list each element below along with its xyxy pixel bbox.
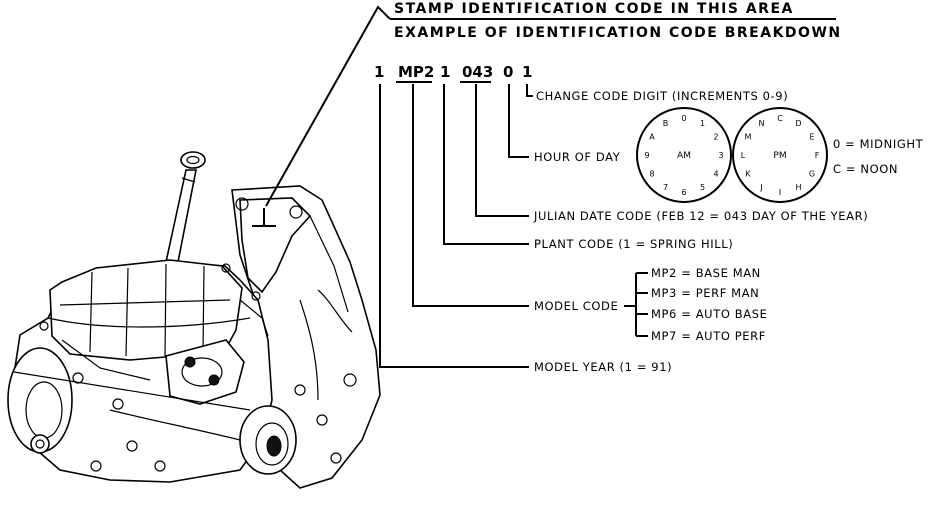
clock-hour-mark: L <box>741 151 746 160</box>
clock-hour-mark: 5 <box>700 183 705 192</box>
model-year-label: MODEL YEAR (1 = 91) <box>534 360 672 374</box>
midnight-legend: 0 = MIDNIGHT <box>833 137 924 151</box>
leader-lines <box>379 84 533 368</box>
model-code-item: MP7 = AUTO PERF <box>651 329 766 343</box>
clock-hour-mark: 2 <box>713 133 718 142</box>
page-subtitle: EXAMPLE OF IDENTIFICATION CODE BREAKDOWN <box>394 25 842 41</box>
hour-of-day-label: HOUR OF DAY <box>534 150 621 164</box>
example-code: 1 MP2 1 043 0 1 <box>374 63 532 83</box>
am-clock: AM 0 123 45 6 78 9AB <box>636 107 732 203</box>
bolt-details <box>39 263 357 472</box>
page-title: STAMP IDENTIFICATION CODE IN THIS AREA <box>394 1 794 17</box>
model-code-bracket <box>624 272 648 337</box>
stamp-marker-icon <box>252 208 276 227</box>
clock-hour-mark: J <box>759 183 762 192</box>
clock-hour-mark: E <box>809 133 814 142</box>
clock-hour-mark: 4 <box>713 170 718 179</box>
clock-hour-mark: D <box>795 119 801 128</box>
code-plant: 1 <box>440 63 450 81</box>
clock-hour-mark: 1 <box>700 119 705 128</box>
model-code-list: MP2 = BASE MAN MP3 = PERF MAN MP6 = AUTO… <box>651 266 767 343</box>
clock-hour-mark: 6 <box>681 188 686 197</box>
clock-hour-mark: C <box>777 114 783 123</box>
clock-hour-mark: G <box>809 170 815 179</box>
plant-code-label: PLANT CODE (1 = SPRING HILL) <box>534 237 733 251</box>
code-change: 1 <box>522 63 532 81</box>
clock-hour-mark: K <box>745 170 751 179</box>
clock-hour-mark: B <box>663 119 669 128</box>
clock-hour-mark: H <box>795 183 801 192</box>
code-julian: 043 <box>462 63 493 81</box>
clock-hour-mark: A <box>649 133 655 142</box>
julian-date-label: JULIAN DATE CODE (FEB 12 = 043 DAY OF TH… <box>533 209 868 223</box>
clock-hour-mark: F <box>815 151 820 160</box>
change-code-label: CHANGE CODE DIGIT (INCREMENTS 0-9) <box>536 89 788 103</box>
code-hour: 0 <box>503 63 513 81</box>
clock-hour-mark: M <box>745 133 752 142</box>
pm-clock: PM C DEF GH I JK LMN <box>732 107 828 203</box>
clock-hour-mark: 9 <box>644 151 649 160</box>
model-code-item: MP3 = PERF MAN <box>651 286 759 300</box>
model-code-item: MP2 = BASE MAN <box>651 266 761 280</box>
clock-hour-mark: 3 <box>718 151 723 160</box>
pm-clock-center-label: PM <box>773 151 786 161</box>
code-model: MP2 <box>398 63 434 81</box>
clock-hour-mark: 7 <box>663 183 668 192</box>
clock-hour-mark: 8 <box>649 170 654 179</box>
code-year: 1 <box>374 63 384 81</box>
model-code-item: MP6 = AUTO BASE <box>651 307 767 321</box>
model-code-label: MODEL CODE <box>534 299 618 313</box>
dipstick-icon <box>165 151 206 263</box>
transaxle-illustration <box>7 151 381 489</box>
noon-legend: C = NOON <box>833 162 898 176</box>
clock-hour-mark: 0 <box>681 114 686 123</box>
stamp-leader-line <box>265 5 391 207</box>
clock-hour-mark: N <box>759 119 765 128</box>
clock-hour-mark: I <box>779 188 781 197</box>
am-clock-center-label: AM <box>677 151 691 161</box>
